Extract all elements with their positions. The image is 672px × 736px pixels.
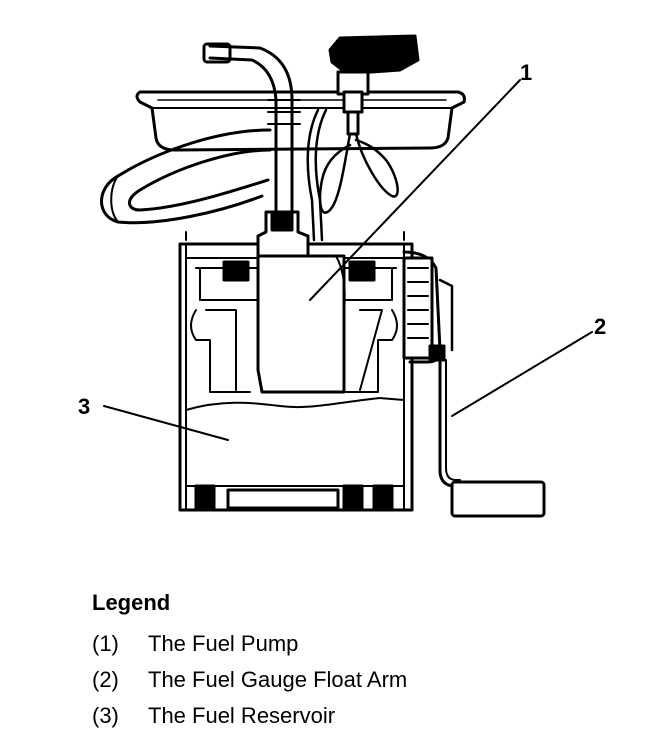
legend-item-fuel-pump: (1) The Fuel Pump — [92, 626, 407, 662]
legend-item-label: The Fuel Pump — [148, 631, 299, 656]
mounting-flange — [135, 90, 466, 152]
legend-item-number: (1) — [92, 631, 119, 656]
leader-line-1 — [309, 79, 521, 301]
legend-item-float-arm: (2) The Fuel Gauge Float Arm — [92, 662, 407, 698]
legend: Legend (1) The Fuel Pump (2) The Fuel Gaug… — [92, 590, 407, 734]
legend-item-label: The Fuel Gauge Float Arm — [148, 667, 408, 692]
callout-2: 2 — [594, 314, 606, 339]
return-hose — [100, 128, 272, 225]
leader-line-3 — [103, 405, 229, 441]
fuel-gauge-float-arm — [402, 250, 546, 518]
fuel-feed-hose — [202, 42, 301, 212]
fuel-pump — [256, 210, 346, 394]
fuel-pump-module-diagram: 1 2 3 — [78, 34, 606, 518]
callout-3: 3 — [78, 394, 90, 419]
callout-leader-lines — [103, 79, 593, 441]
legend-item-number: (3) — [92, 703, 119, 728]
wire-harness — [306, 108, 399, 242]
legend-item-label: The Fuel Reservoir — [148, 703, 336, 728]
legend-item-fuel-reservoir: (3) The Fuel Reservoir — [92, 698, 407, 734]
legend-item-number: (2) — [92, 667, 119, 692]
leader-line-2 — [451, 331, 593, 417]
callout-1: 1 — [520, 60, 532, 85]
legend-title: Legend — [92, 590, 171, 615]
electrical-connector — [328, 34, 420, 136]
